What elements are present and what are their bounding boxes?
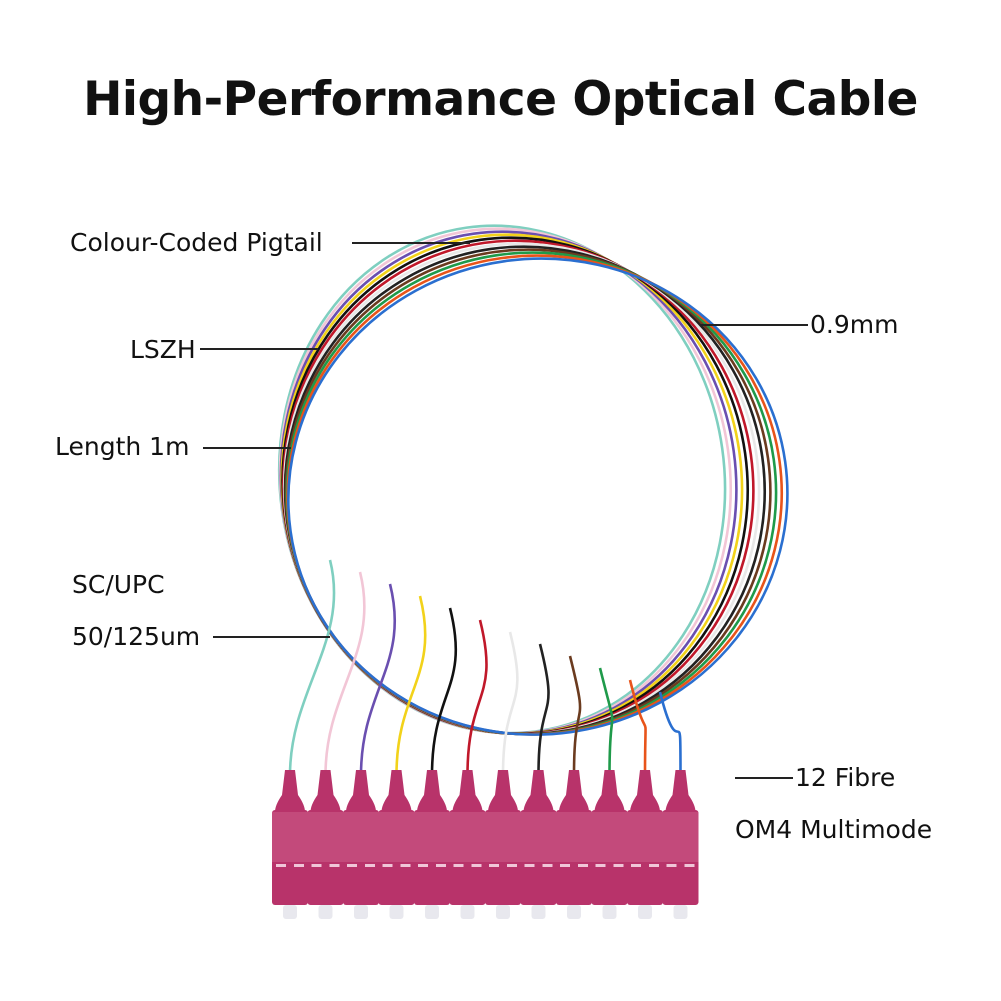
label-count: 12 Fibre [795,763,896,792]
fibre-lead [466,619,488,776]
fibre-loop [282,242,761,736]
fibre-loop [283,245,767,736]
label-length: Length 1m [55,432,190,461]
fibre-lead [568,655,582,776]
sc-upc-connector [591,770,628,919]
leader-line [200,348,318,350]
fibre-lead [628,679,647,776]
leader-line [213,636,330,638]
fibre-loop [284,248,772,736]
label-mode: OM4 Multimode [735,815,933,844]
label-pigtail: Colour-Coded Pigtail [70,228,323,257]
sc-upc-connector [556,770,592,919]
sc-upc-connector [449,770,486,919]
fibre-loop [281,236,749,735]
page-title: High-Performance Optical Cable [83,72,918,127]
sc-upc-connector [343,770,379,919]
fibre-lead [359,583,396,776]
label-connector: SC/UPC [72,570,165,599]
leader-line [352,242,470,244]
sc-upc-connector [485,770,521,919]
sc-upc-connector [307,770,344,919]
sc-upc-connector [662,770,699,919]
sc-upc-connector [272,770,308,919]
fibre-coil [277,224,789,736]
label-core: 50/125um [72,622,201,651]
fibre-loop [287,257,789,736]
leader-line [700,324,808,326]
sc-upc-connector [414,770,450,919]
connector-row [272,770,699,919]
label-diameter: 0.9mm [810,310,899,339]
fibre-lead [324,571,366,776]
sc-upc-connector [378,770,415,919]
fibre-lead [598,667,614,776]
fibre-lead [658,691,682,776]
fibre-lead [288,559,336,776]
fibre-lead [537,643,550,776]
fibre-lead [430,607,458,776]
fibre-leads [288,559,682,776]
leader-line [203,447,291,449]
fibre-lead [501,631,519,776]
label-lszh: LSZH [130,335,196,364]
leader-line [735,777,793,779]
sc-upc-connector [627,770,663,919]
fibre-lead [395,595,427,776]
sc-upc-connector [520,770,557,919]
